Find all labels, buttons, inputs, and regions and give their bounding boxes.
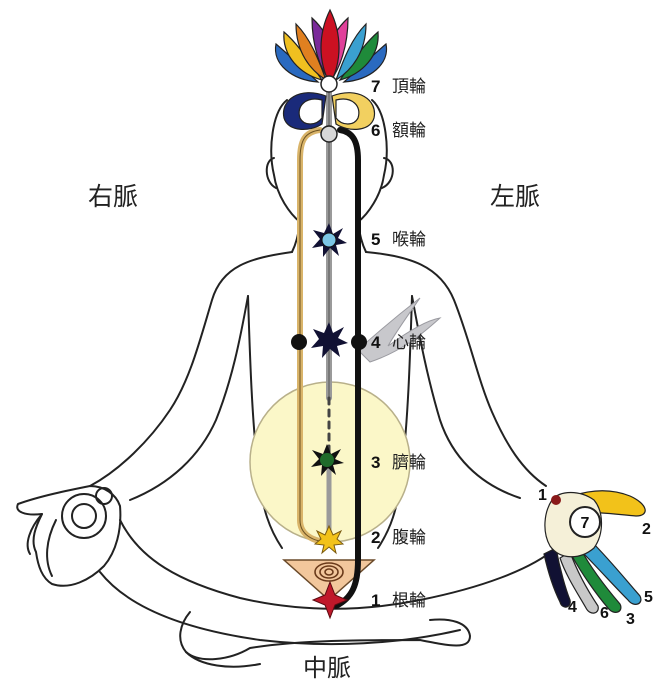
palm-center-number: 7 <box>581 515 590 532</box>
central-channel-label: 中脈 <box>303 654 351 682</box>
finger-number-6: 6 <box>600 605 609 622</box>
right-palm-spiral-icon <box>62 488 112 538</box>
finger-number-1: 1 <box>538 487 547 504</box>
chakra-label-7: 7 頂輪 <box>371 77 426 97</box>
chakra-label-6: 6 額輪 <box>371 121 426 141</box>
svg-text:喉輪: 喉輪 <box>392 230 426 250</box>
svg-text:頂輪: 頂輪 <box>392 77 426 97</box>
svg-text:3: 3 <box>371 453 380 472</box>
svg-text:5: 5 <box>371 230 380 249</box>
chakra-label-5: 5 喉輪 <box>371 230 426 250</box>
chakra-label-2: 2 腹輪 <box>371 528 426 548</box>
chakra-label-4: 4 心輪 <box>371 333 426 353</box>
svg-text:臍輪: 臍輪 <box>392 453 426 473</box>
left-heart-dot <box>351 334 367 350</box>
svg-text:2: 2 <box>371 528 380 547</box>
svg-text:7: 7 <box>371 77 380 96</box>
crown-lotus-icon <box>275 10 386 84</box>
svg-text:腹輪: 腹輪 <box>392 528 426 548</box>
right-heart-dot <box>291 334 307 350</box>
chakra-label-3: 3 臍輪 <box>371 453 426 473</box>
left-hand-fingers <box>544 491 645 613</box>
finger-number-3: 3 <box>626 611 635 628</box>
left-channel-label: 左脈 <box>490 182 540 211</box>
svg-text:6: 6 <box>371 121 380 140</box>
svg-text:4: 4 <box>371 333 381 352</box>
chakra-label-1: 1 根輪 <box>371 591 426 611</box>
finger-1-dot <box>551 495 561 505</box>
chakra-7-dot <box>321 76 337 92</box>
right-channel-label: 右脈 <box>88 182 138 211</box>
svg-text:1: 1 <box>371 591 380 610</box>
svg-text:額輪: 額輪 <box>392 121 426 141</box>
finger-number-4: 4 <box>568 599 577 616</box>
svg-text:根輪: 根輪 <box>392 591 426 611</box>
chakra-6-dot <box>321 126 337 142</box>
svg-text:心輪: 心輪 <box>392 333 426 353</box>
finger-number-5: 5 <box>644 589 653 606</box>
finger-number-2: 2 <box>642 521 651 538</box>
